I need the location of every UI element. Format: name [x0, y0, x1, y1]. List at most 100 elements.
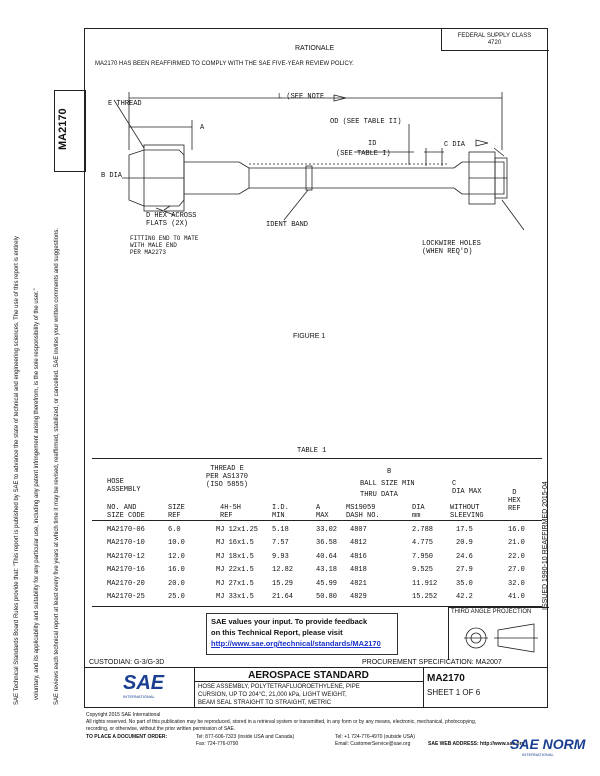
- table-cell-thread: MJ 16x1.5: [216, 538, 254, 547]
- header-d: D HEX REF: [508, 489, 521, 513]
- table-cell-thread: MJ 18x1.5: [216, 553, 254, 561]
- footer-tel1: Tel: 877-606-7323 (inside USA and Canada…: [196, 734, 295, 740]
- title-divider-2: [423, 667, 424, 708]
- table-cell-ms-dash: 4807: [350, 526, 367, 534]
- table-cell-c-dia: 42.2: [456, 592, 473, 601]
- sae-logo: SAE INTERNATIONAL: [123, 672, 164, 699]
- supply-class: FEDERAL SUPPLY CLASS 4720: [457, 33, 532, 46]
- table-cell-a-max: 40.64: [316, 553, 338, 561]
- header-ball-size: BALL SIZE MIN: [360, 480, 415, 488]
- b-dia-label: B DIA: [101, 172, 123, 180]
- sae-rules-note: SAE Technical Standards Board Rules prov…: [14, 236, 20, 705]
- table-cell-size: 25.0: [168, 592, 185, 601]
- doc-number-box: [54, 90, 86, 172]
- aerospace-standard: AEROSPACE STANDARD: [248, 670, 369, 681]
- lockwire-label: LOCKWIRE HOLES (WHEN REQ'D): [422, 240, 481, 256]
- table-cell-d-hex: 22.0: [508, 553, 525, 561]
- title-desc-rule: [194, 681, 423, 682]
- table-cell-size-code: MA2170-12: [107, 553, 145, 561]
- sheet-number: SHEET 1 OF 6: [427, 688, 481, 697]
- c-dia-label: C DIA: [444, 141, 466, 149]
- header-dia: DIA mm: [412, 504, 425, 520]
- header-no-and: NO. AND SIZE CODE: [107, 504, 145, 520]
- sae-rules-note-2: voluntary, and its applicability and sui…: [34, 288, 40, 700]
- table-cell-c-dia: 17.5: [456, 526, 473, 534]
- hose-assembly-drawing: [113, 92, 525, 231]
- see-table-1-label: (SEE TABLE I): [336, 150, 391, 158]
- title-desc-1: HOSE ASSEMBLY, POLYTETRAFLUOROETHYLENE, …: [198, 684, 360, 690]
- table-cell-a-max: 43.18: [316, 565, 338, 574]
- table-cell-dia: 15.252: [412, 592, 438, 601]
- doc-number-vertical: MA2170: [57, 108, 69, 150]
- feedback-line-1: SAE values your input. To provide feedba…: [211, 617, 368, 626]
- table-cell-size: 12.0: [168, 553, 185, 561]
- table-cell-ms-dash: 4812: [350, 538, 367, 547]
- fitting-end-label: FITTING END TO MATE WITH MALE END PER MA…: [130, 235, 199, 256]
- header-rule: [92, 520, 542, 521]
- table-cell-size-code: MA2170-10: [107, 538, 145, 547]
- e-thread-label: E THREAD: [108, 100, 142, 108]
- header-a: A MAX: [316, 504, 329, 520]
- table-cell-id-min: 9.93: [272, 553, 289, 561]
- table-cell-d-hex: 16.0: [508, 526, 525, 534]
- table-cell-size-code: MA2170-25: [107, 592, 145, 601]
- footer-web: SAE WEB ADDRESS: http://www.sae.org: [428, 741, 525, 747]
- d-hex-label: D HEX ACROSS FLATS (2X): [146, 212, 197, 228]
- table-cell-size: 20.0: [168, 580, 185, 588]
- table-cell-dia: 7.950: [412, 553, 434, 561]
- table-cell-thread: MJ 27x1.5: [216, 580, 254, 588]
- title-desc-3: BEAM SEAL STRAIGHT TO STRAIGHT, METRIC: [198, 700, 332, 706]
- table-cell-id-min: 12.82: [272, 565, 294, 574]
- feedback-box: SAE values your input. To provide feedba…: [206, 613, 398, 655]
- l-label: L (SEE NOTE: [278, 93, 325, 101]
- header-c: C DIA MAX: [452, 480, 482, 496]
- table-cell-a-max: 45.99: [316, 580, 338, 588]
- drawing-frame: [84, 28, 548, 708]
- table-title: TABLE 1: [297, 447, 327, 455]
- table-cell-ms-dash: 4821: [350, 580, 367, 588]
- table-cell-d-hex: 32.0: [508, 580, 525, 588]
- header-thread-e: THREAD E PER AS1370 (ISO 5855): [206, 465, 249, 489]
- table-cell-size-code: MA2170-06: [107, 526, 145, 534]
- table-cell-id-min: 21.64: [272, 592, 294, 601]
- rationale-text: MA2170 HAS BEEN REAFFIRMED TO COMPLY WIT…: [95, 61, 354, 67]
- a-label: A: [200, 124, 205, 132]
- table-top-rule: [92, 458, 542, 459]
- issued-reaffirmed: ISSUED 1990-10 REAFFIRMED 2015-04: [542, 481, 549, 610]
- feedback-line-2: on this Technical Report, please visit: [211, 628, 343, 637]
- supply-class-box: [441, 28, 549, 51]
- table-cell-ms-dash: 4818: [350, 565, 367, 574]
- table-cell-a-max: 33.02: [316, 526, 338, 534]
- table-cell-dia: 9.525: [412, 565, 434, 574]
- table-cell-ms-dash: 4829: [350, 592, 367, 601]
- table-bottom-rule: [92, 606, 542, 607]
- table-cell-thread: MJ 33x1.5: [216, 592, 254, 601]
- table-cell-thread: MJ 12x1.25: [216, 526, 259, 534]
- footer-fax: Fax: 724-776-0790: [196, 741, 239, 747]
- table-cell-size: 10.0: [168, 538, 185, 547]
- header-thru-data: THRU DATA: [360, 491, 398, 499]
- table-cell-a-max: 36.58: [316, 538, 338, 547]
- procurement: PROCUREMENT SPECIFICATION: MA2007: [362, 659, 502, 666]
- table-cell-dia: 4.775: [412, 538, 434, 547]
- figure-caption: FIGURE 1: [293, 333, 326, 340]
- rationale-title: RATIONALE: [295, 45, 335, 52]
- footer-tel2: Tel: +1 724-776-4970 (outside USA): [335, 734, 415, 740]
- feedback-link[interactable]: http://www.sae.org/technical/standards/M…: [211, 639, 381, 648]
- header-without: WITHOUT SLEEVING: [450, 504, 484, 520]
- footer-order: TO PLACE A DOCUMENT ORDER:: [86, 734, 168, 740]
- footer-rights-2: recording, or otherwise, without the pri…: [86, 726, 236, 732]
- sae-norm-sub: INTERNATIONAL: [522, 752, 554, 757]
- table-cell-id-min: 7.57: [272, 538, 289, 547]
- table-cell-id-min: 15.29: [272, 580, 294, 588]
- table-cell-d-hex: 27.0: [508, 565, 525, 574]
- ident-band-label: IDENT BAND: [266, 221, 309, 229]
- table-cell-c-dia: 20.9: [456, 538, 473, 547]
- projection-symbol-icon: [464, 623, 538, 653]
- table-cell-c-dia: 24.6: [456, 553, 473, 561]
- sae-logo-sub: INTERNATIONAL: [123, 694, 155, 699]
- footer-copyright: Copyright 2015 SAE International: [86, 712, 161, 718]
- title-desc-2: CURSION, UP TO 204°C, 21,000 kPa, LIGHT …: [198, 692, 347, 698]
- table-cell-size-code: MA2170-20: [107, 580, 145, 588]
- table-cell-size-code: MA2170-16: [107, 565, 145, 574]
